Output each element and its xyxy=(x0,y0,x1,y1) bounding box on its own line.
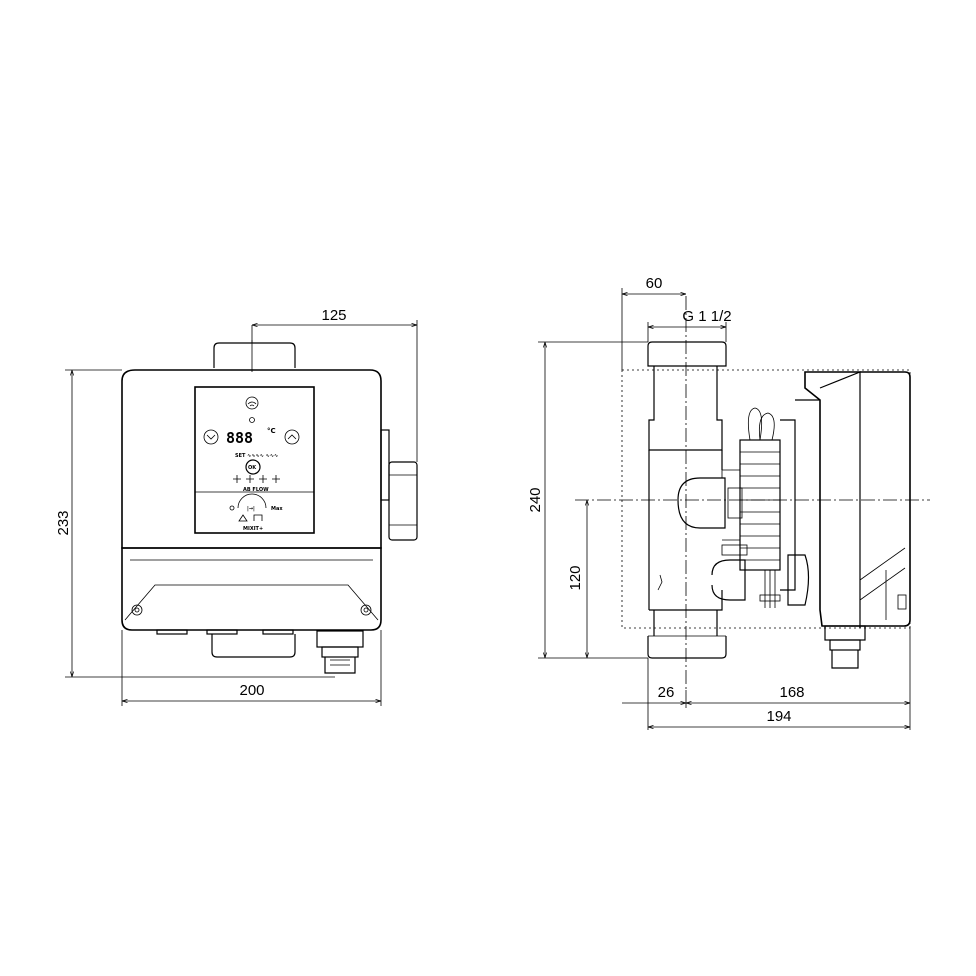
gauge-arc xyxy=(237,493,267,509)
ok-button xyxy=(245,459,261,475)
svg-text:168: 168 xyxy=(779,684,804,701)
side-valve xyxy=(677,469,748,601)
dim-60: 60 xyxy=(621,275,686,370)
front-top-port xyxy=(213,342,296,368)
svg-text:|→|: |→| xyxy=(247,506,255,512)
front-right-fitting xyxy=(380,429,390,501)
svg-text:°C: °C xyxy=(267,427,276,435)
dim-200: 200 xyxy=(121,630,382,706)
drop-icon xyxy=(238,514,248,522)
house-icon xyxy=(253,514,263,521)
svg-text:26: 26 xyxy=(658,684,675,701)
side-cable-gland xyxy=(824,625,866,669)
front-view: 888 °C SET ∿∿∿∿ ∿∿∿ OK AB FLOW |→| Max M… xyxy=(55,307,418,706)
control-panel: 888 °C SET ∿∿∿∿ ∿∿∿ OK AB FLOW |→| Max M… xyxy=(194,386,315,534)
chevron-up-icon xyxy=(284,429,300,445)
segment-display: 888 xyxy=(226,429,253,447)
svg-text:125: 125 xyxy=(321,307,346,324)
front-cable-gland xyxy=(316,630,364,674)
dim-194: 194 xyxy=(648,708,910,727)
dim-26-168: 26 168 xyxy=(622,626,911,730)
svg-text:60: 60 xyxy=(646,275,663,292)
side-view: 60 G 1 1/2 240 120 26 168 xyxy=(527,275,930,730)
dim-240: 240 xyxy=(527,341,648,659)
dim-125: 125 xyxy=(251,307,418,462)
svg-text:120: 120 xyxy=(567,565,584,590)
svg-text:AB FLOW: AB FLOW xyxy=(243,487,269,493)
envelope-outline xyxy=(621,369,911,629)
dim-thread: G 1 1/2 xyxy=(647,308,732,342)
svg-text:194: 194 xyxy=(766,708,791,725)
front-bottom-port xyxy=(211,634,296,658)
svg-text:SET ∿∿∿∿ ∿∿∿: SET ∿∿∿∿ ∿∿∿ xyxy=(235,453,278,459)
front-terminal-box xyxy=(121,547,382,631)
dim-233: 233 xyxy=(55,369,335,678)
svg-text:240: 240 xyxy=(527,487,544,512)
svg-text:200: 200 xyxy=(239,682,264,699)
dim-120: 120 xyxy=(567,500,587,658)
chevron-down-icon xyxy=(203,429,219,445)
svg-text:233: 233 xyxy=(55,510,72,535)
svg-text:Max: Max xyxy=(271,506,283,512)
fan-icons xyxy=(233,475,280,483)
wifi-icon xyxy=(245,396,259,410)
svg-text:G 1 1/2: G 1 1/2 xyxy=(682,308,731,325)
svg-text:MIXIT+: MIXIT+ xyxy=(243,526,263,532)
svg-text:OK: OK xyxy=(248,465,257,471)
side-coil xyxy=(739,407,810,608)
side-pipe xyxy=(647,341,727,659)
